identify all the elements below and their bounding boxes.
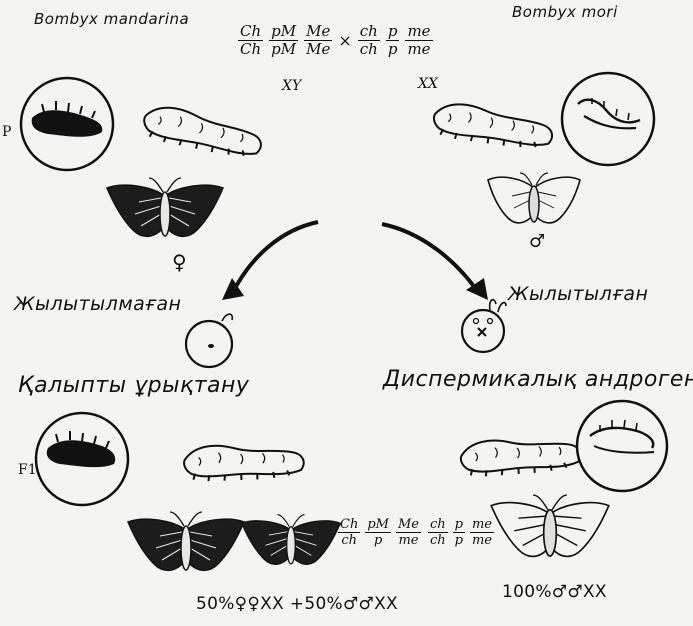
f1-caterpillar-right: [458, 433, 583, 479]
male-symbol: ♂: [529, 231, 546, 252]
species-right-label: Bombyx mori: [512, 3, 618, 21]
f1-dark-moth-female: [127, 511, 245, 572]
p-light-moth-male: [487, 172, 581, 224]
species-left-label: Bombyx mandarina: [34, 10, 190, 28]
right-treatment-label: Жылытылған: [508, 283, 649, 305]
f1-dark-moth-male: [241, 514, 341, 565]
egg-normal-fertilization: [184, 313, 234, 369]
female-sex-chromosomes: XY: [282, 78, 302, 94]
cross-symbol: ×: [338, 31, 352, 50]
left-ratio-label: 50%♀♀XX +50%♂♂XX: [196, 594, 398, 614]
f1-right-caterpillar-circle: [575, 399, 669, 493]
right-outcome-label: Диспермикалық андрогенез: [383, 367, 693, 392]
f1-caterpillar-left: [182, 441, 306, 484]
p-generation-label: P: [2, 124, 12, 140]
p-light-caterpillar-right: [430, 99, 556, 154]
androgen-moth-male: [490, 494, 610, 558]
p-dark-caterpillar-circle: [19, 76, 115, 172]
p-light-caterpillar-left: [139, 101, 266, 163]
p-dark-moth-female: [106, 177, 224, 238]
egg-dispermic-androgenesis: [460, 298, 507, 354]
female-symbol: ♀: [172, 250, 187, 274]
male-sex-chromosomes: XX: [418, 76, 438, 92]
left-treatment-label: Жылытылмаған: [14, 293, 182, 315]
left-outcome-label: Қалыпты ұрықтану: [18, 373, 250, 398]
right-ratio-label: 100%♂♂XX: [502, 582, 607, 602]
f1-generation-label: F1: [18, 462, 37, 478]
f1-dark-caterpillar-circle: [34, 411, 130, 507]
p-right-caterpillar-circle: [560, 71, 656, 167]
left-branch-arrow: [222, 220, 319, 300]
right-branch-arrow: [381, 222, 488, 300]
